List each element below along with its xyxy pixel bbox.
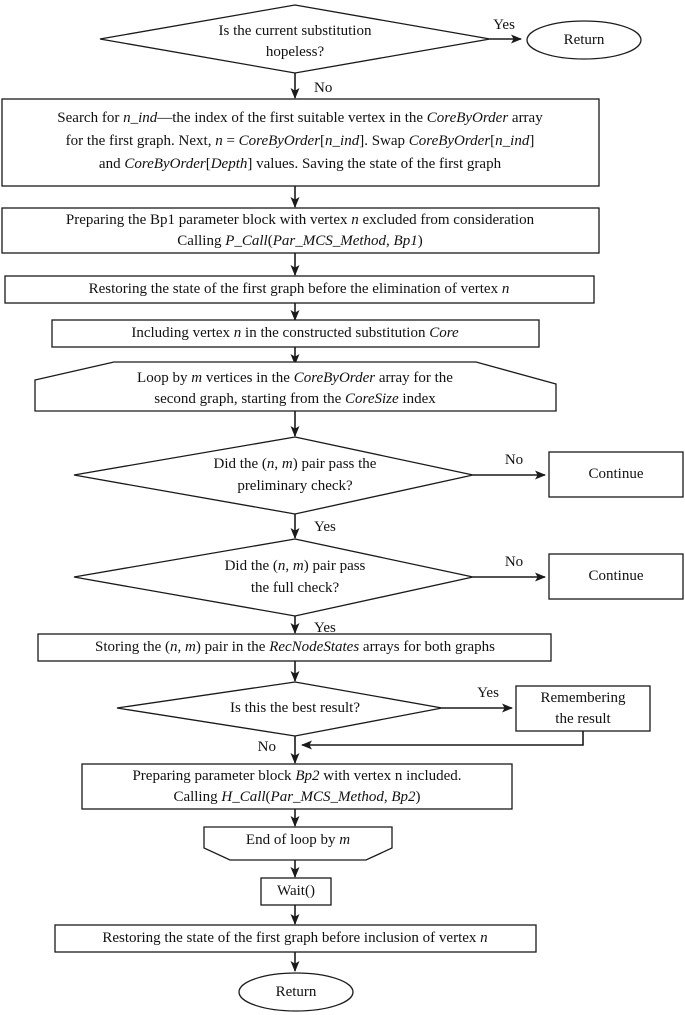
node-loop-start-m[interactable]: Loop by m vertices in the CoreByOrder ar… <box>34 361 557 412</box>
node-decision-full-check[interactable]: Did the (n, m) pair pass the full check? <box>73 538 474 617</box>
diamond-shape <box>99 4 491 74</box>
rect-shape <box>260 877 332 906</box>
node-process-include-vertex-core-line-0: Including vertex n in the constructed su… <box>131 325 459 341</box>
node-process-restore-before-inclusion-line-0: Restoring the state of the first graph b… <box>102 930 487 946</box>
node-process-prepare-bp2-line-1: Calling H_Call(Par_MCS_Method, Bp2) <box>173 789 420 805</box>
rect-shape <box>548 451 684 498</box>
node-process-search-n-ind-line-0: Search for n_ind—the index of the first … <box>57 110 543 126</box>
node-process-continue-full-line-0: Continue <box>589 568 644 584</box>
diamond-shape <box>116 681 443 737</box>
node-process-wait-line-0: Wait() <box>277 883 315 899</box>
node-decision-hopeless-line-1: hopeless? <box>266 44 325 60</box>
node-layer: Is the current substitution hopeless? Re… <box>1 4 684 1012</box>
node-loop-start-m-line-1: second graph, starting from the CoreSize… <box>154 391 436 407</box>
loop-start-shape <box>34 361 557 412</box>
label-no-hopeless: No <box>314 80 332 96</box>
node-process-continue-preliminary-line-0: Continue <box>589 466 644 482</box>
edge-remember-feedback-to-bp2 <box>301 731 584 750</box>
node-process-continue-preliminary[interactable]: Continue <box>548 451 684 498</box>
edge-label-layer: Yes No No Yes No Yes Yes No <box>258 17 524 755</box>
node-process-include-vertex-core[interactable]: Including vertex n in the constructed su… <box>51 319 540 348</box>
diamond-shape <box>73 436 474 515</box>
node-process-remember-result-line-0: Remembering <box>541 690 626 706</box>
label-yes-full: Yes <box>314 620 336 636</box>
node-terminator-return-bottom[interactable]: Return <box>238 972 354 1012</box>
rect-shape <box>548 553 684 600</box>
label-yes-best: Yes <box>477 685 499 701</box>
ellipse-shape <box>238 972 354 1012</box>
node-decision-preliminary-check-line-0: Did the (n, m) pair pass the <box>214 456 377 472</box>
node-loop-end-m[interactable]: End of loop by m <box>203 826 393 861</box>
rect-shape <box>81 763 513 810</box>
node-process-continue-full[interactable]: Continue <box>548 553 684 600</box>
node-process-prepare-bp2[interactable]: Preparing parameter block Bp2 with verte… <box>81 763 513 810</box>
node-decision-best-result-line-0: Is this the best result? <box>230 700 360 716</box>
node-loop-end-m-line-0: End of loop by m <box>246 832 350 848</box>
node-process-remember-result-line-1: the result <box>555 711 611 727</box>
node-process-prepare-bp1[interactable]: Preparing the Bp1 parameter block with v… <box>1 207 600 254</box>
connector-layer <box>290 34 584 972</box>
rect-shape <box>51 319 540 348</box>
node-process-restore-before-elimination-line-0: Restoring the state of the first graph b… <box>89 281 510 297</box>
rect-shape <box>37 633 552 662</box>
node-process-remember-result[interactable]: Remembering the result <box>515 685 651 732</box>
label-no-best: No <box>258 739 276 755</box>
node-process-search-n-ind-line-1: for the first graph. Next, n = CoreByOrd… <box>66 133 535 149</box>
node-terminator-return-bottom-line-0: Return <box>276 984 317 1000</box>
node-process-prepare-bp2-line-0: Preparing parameter block Bp2 with verte… <box>132 768 461 784</box>
node-decision-preliminary-check-line-1: preliminary check? <box>237 478 353 494</box>
node-process-prepare-bp1-line-1: Calling P_Call(Par_MCS_Method, Bp1) <box>177 233 422 249</box>
node-decision-best-result[interactable]: Is this the best result? <box>116 681 443 737</box>
diamond-shape <box>73 538 474 617</box>
node-terminator-return-top-line-0: Return <box>564 32 605 48</box>
node-process-prepare-bp1-line-0: Preparing the Bp1 parameter block with v… <box>66 212 535 228</box>
node-decision-full-check-line-1: the full check? <box>251 580 340 596</box>
node-process-store-pair-line-0: Storing the (n, m) pair in the RecNodeSt… <box>95 639 495 655</box>
label-yes-hopeless: Yes <box>493 17 515 33</box>
node-process-restore-before-inclusion[interactable]: Restoring the state of the first graph b… <box>54 924 537 953</box>
ellipse-shape <box>526 20 642 60</box>
label-yes-preliminary: Yes <box>314 519 336 535</box>
rect-shape <box>515 685 651 732</box>
label-no-preliminary: No <box>505 452 523 468</box>
node-process-restore-before-elimination[interactable]: Restoring the state of the first graph b… <box>4 275 595 304</box>
node-loop-start-m-line-0: Loop by m vertices in the CoreByOrder ar… <box>137 370 453 386</box>
node-decision-full-check-line-0: Did the (n, m) pair pass <box>225 558 366 574</box>
loop-end-shape <box>203 826 393 861</box>
rect-shape <box>1 207 600 254</box>
node-process-search-n-ind[interactable]: Search for n_ind—the index of the first … <box>1 98 600 187</box>
rect-shape <box>1 98 600 187</box>
node-terminator-return-top[interactable]: Return <box>526 20 642 60</box>
node-decision-hopeless[interactable]: Is the current substitution hopeless? <box>99 4 491 74</box>
node-process-wait[interactable]: Wait() <box>260 877 332 906</box>
label-no-full: No <box>505 554 523 570</box>
rect-shape <box>4 275 595 304</box>
node-decision-preliminary-check[interactable]: Did the (n, m) pair pass the preliminary… <box>73 436 474 515</box>
rect-shape <box>54 924 537 953</box>
node-process-store-pair[interactable]: Storing the (n, m) pair in the RecNodeSt… <box>37 633 552 662</box>
node-decision-hopeless-line-0: Is the current substitution <box>219 23 372 39</box>
node-process-search-n-ind-line-2: and CoreByOrder[Depth] values. Saving th… <box>99 156 502 172</box>
